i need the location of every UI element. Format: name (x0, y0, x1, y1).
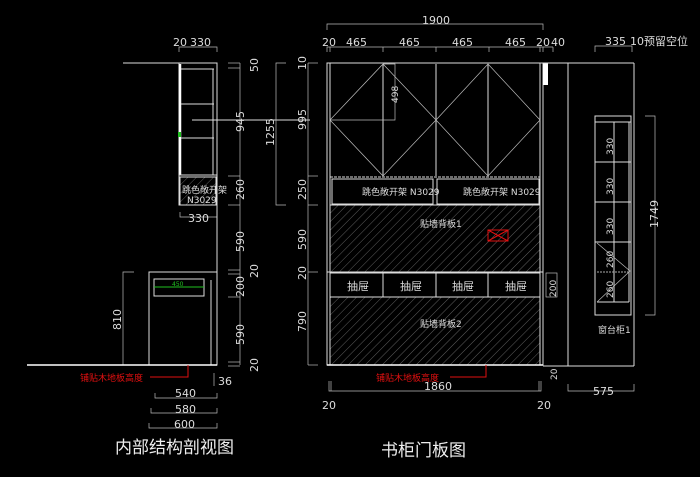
dim: 450 (172, 281, 184, 288)
dim: 200 (549, 280, 559, 297)
open-shelf (331, 178, 434, 205)
back-panel-label: 贴墙背板2 (420, 318, 462, 330)
dim: 590 (234, 231, 247, 252)
back-panel-2 (329, 296, 541, 366)
dim: 1255 (264, 118, 277, 146)
window-cabinet-label: 窗台柜1 (598, 324, 631, 336)
open-shelf-label: 跳色敞开架 N3029 (362, 186, 440, 198)
shelf-code: N3029 (187, 196, 217, 206)
dim: 20 (537, 399, 551, 412)
open-shelf-label: 跳色敞开架 N3029 (463, 186, 541, 198)
dim: 330 (606, 178, 616, 195)
drawer-label: 抽屉 (505, 279, 527, 293)
door-view-title: 书柜门板图 (381, 441, 466, 461)
dim: 1900 (422, 14, 450, 27)
open-shelf (436, 178, 540, 205)
dim: 330 (188, 212, 209, 225)
dim: 590 (296, 229, 309, 250)
dim: 1749 (648, 200, 661, 228)
dim: 40 (551, 36, 565, 49)
back-panel-1 (329, 204, 541, 273)
door-swing-lines (329, 63, 541, 177)
dim: 50 (248, 58, 261, 72)
section-view: 跳色敞开架 N3029 20 330 330 50 945 260 590 20… (27, 36, 310, 458)
dim: 20 (322, 36, 336, 49)
dim: 995 (296, 109, 309, 130)
dim: 498 (391, 86, 401, 103)
dim: 465 (346, 36, 367, 49)
dim: 590 (234, 324, 247, 345)
dim: 200 (234, 276, 247, 297)
dim: 580 (175, 403, 196, 416)
socket-marker-icon (487, 229, 509, 242)
dim: 1860 (424, 380, 452, 393)
dim: 790 (296, 311, 309, 332)
dim: 810 (111, 309, 124, 330)
dim: 575 (593, 385, 614, 398)
dim: 250 (296, 179, 309, 200)
section-view-title: 内部结构剖视图 (115, 438, 234, 458)
dim: 20 (248, 358, 261, 372)
dim: 465 (399, 36, 420, 49)
dim: 20 (296, 266, 309, 280)
dim: 330 (606, 138, 616, 155)
dim: 20 (550, 368, 560, 380)
drawer-label: 抽屉 (452, 279, 474, 293)
dim: 260 (234, 179, 247, 200)
drawer-label: 抽屉 (400, 279, 422, 293)
dim: 10 (296, 56, 309, 70)
dim: 260 (606, 251, 616, 268)
dim: 945 (234, 111, 247, 132)
dim: 335 (605, 35, 626, 48)
dim: 330 (606, 218, 616, 235)
back-panel-label: 贴墙背板1 (420, 218, 462, 230)
dim: 20 (248, 264, 261, 278)
dim: 540 (175, 387, 196, 400)
dim: 465 (505, 36, 526, 49)
dim: 20 (173, 36, 187, 49)
dim: 20 (536, 36, 550, 49)
drawer-label: 抽屉 (347, 279, 369, 293)
dim: 260 (606, 281, 616, 298)
window-cabinet (594, 115, 632, 316)
floor-label: 铺贴木地板高度 (376, 372, 439, 384)
window-cabinet-view: 335 10预留空位 330 330 330 260 260 1749 窗台柜1… (543, 34, 688, 398)
gap-label: 10预留空位 (630, 34, 688, 48)
floor-label: 铺贴木地板高度 (80, 372, 143, 384)
dim: 465 (452, 36, 473, 49)
dim: 36 (218, 375, 232, 388)
dim: 330 (190, 36, 211, 49)
dim: 600 (174, 418, 195, 431)
dim: 20 (322, 399, 336, 412)
shelf-label: 跳色敞开架 (182, 184, 227, 196)
door-view: 1900 20 465 465 465 465 20 40 498 跳色敞开架 … (296, 14, 565, 461)
